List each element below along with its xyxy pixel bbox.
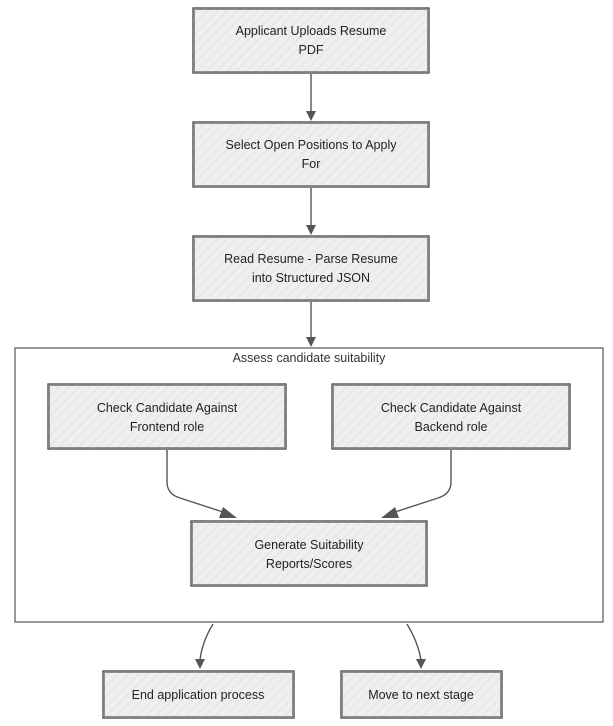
node-label: Check Candidate Against — [381, 401, 522, 415]
group-label: Assess candidate suitability — [233, 351, 387, 365]
arrowhead — [416, 659, 426, 669]
node-label: PDF — [299, 43, 324, 57]
arrowhead — [306, 111, 316, 121]
node-label: Move to next stage — [368, 688, 474, 702]
arrowhead — [219, 507, 237, 518]
node-label: Select Open Positions to Apply — [226, 138, 398, 152]
node-label: Applicant Uploads Resume — [236, 24, 387, 38]
node-generate-report[interactable]: Generate Suitability Reports/Scores — [190, 520, 428, 587]
node-select-positions[interactable]: Select Open Positions to Apply For — [192, 121, 430, 188]
arrowhead — [306, 337, 316, 347]
edge-backend-to-report — [391, 450, 452, 514]
node-end-application[interactable]: End application process — [102, 670, 295, 719]
node-label: For — [302, 157, 321, 171]
node-label: into Structured JSON — [252, 271, 370, 285]
arrowhead — [306, 225, 316, 235]
node-label: Generate Suitability — [254, 538, 364, 552]
edges — [166, 74, 452, 669]
node-move-next-stage[interactable]: Move to next stage — [340, 670, 503, 719]
node-upload-resume[interactable]: Applicant Uploads Resume PDF — [192, 7, 430, 74]
edge-frontend-to-report — [166, 450, 227, 514]
node-label: End application process — [132, 688, 265, 702]
node-label: Check Candidate Against — [97, 401, 238, 415]
node-label: Read Resume - Parse Resume — [224, 252, 398, 266]
node-label: Backend role — [415, 420, 488, 434]
arrowhead — [381, 507, 399, 518]
node-label: Reports/Scores — [266, 557, 352, 571]
edge-group-to-end — [199, 623, 214, 661]
node-check-frontend[interactable]: Check Candidate Against Frontend role — [47, 383, 287, 450]
node-check-backend[interactable]: Check Candidate Against Backend role — [331, 383, 571, 450]
node-label: Frontend role — [130, 420, 204, 434]
arrowhead — [195, 659, 205, 669]
node-parse-resume[interactable]: Read Resume - Parse Resume into Structur… — [192, 235, 430, 302]
edge-group-to-next — [406, 623, 422, 661]
